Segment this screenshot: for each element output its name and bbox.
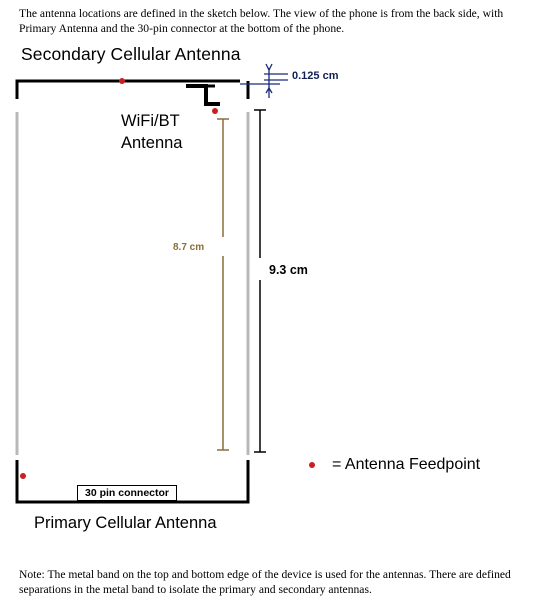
wifi-length-label: 8.7 cm — [173, 242, 205, 253]
wifi-antenna-label: WiFi/BT Antenna — [121, 110, 182, 154]
secondary-length-dimension — [254, 109, 266, 453]
feedpoint-legend-label: = Antenna Feedpoint — [332, 456, 481, 473]
wifi-length-dimension — [217, 118, 229, 451]
feedpoint-wifi — [212, 108, 218, 114]
secondary-length-label: 9.3 cm — [269, 263, 308, 277]
intro-paragraph: The antenna locations are defined in the… — [19, 7, 504, 35]
band-gap-label: 0.125 cm — [292, 70, 339, 82]
feedpoint-primary — [20, 473, 26, 479]
wifi-label-line2: Antenna — [121, 134, 183, 152]
connector-label: 30 pin connector — [77, 485, 177, 501]
wifi-label-line1: WiFi/BT — [121, 112, 180, 130]
bottom-metal-band — [15, 460, 250, 504]
band-gap-dimension — [240, 63, 288, 98]
note-paragraph: Note: The metal band on the top and bott… — [19, 568, 511, 596]
primary-antenna-label: Primary Cellular Antenna — [34, 514, 217, 532]
feedpoint-legend-dot — [309, 462, 315, 468]
top-metal-band — [15, 79, 250, 99]
secondary-antenna-label: Secondary Cellular Antenna — [21, 44, 241, 64]
feedpoint-secondary — [119, 78, 125, 84]
wifi-antenna-bracket — [186, 84, 220, 106]
